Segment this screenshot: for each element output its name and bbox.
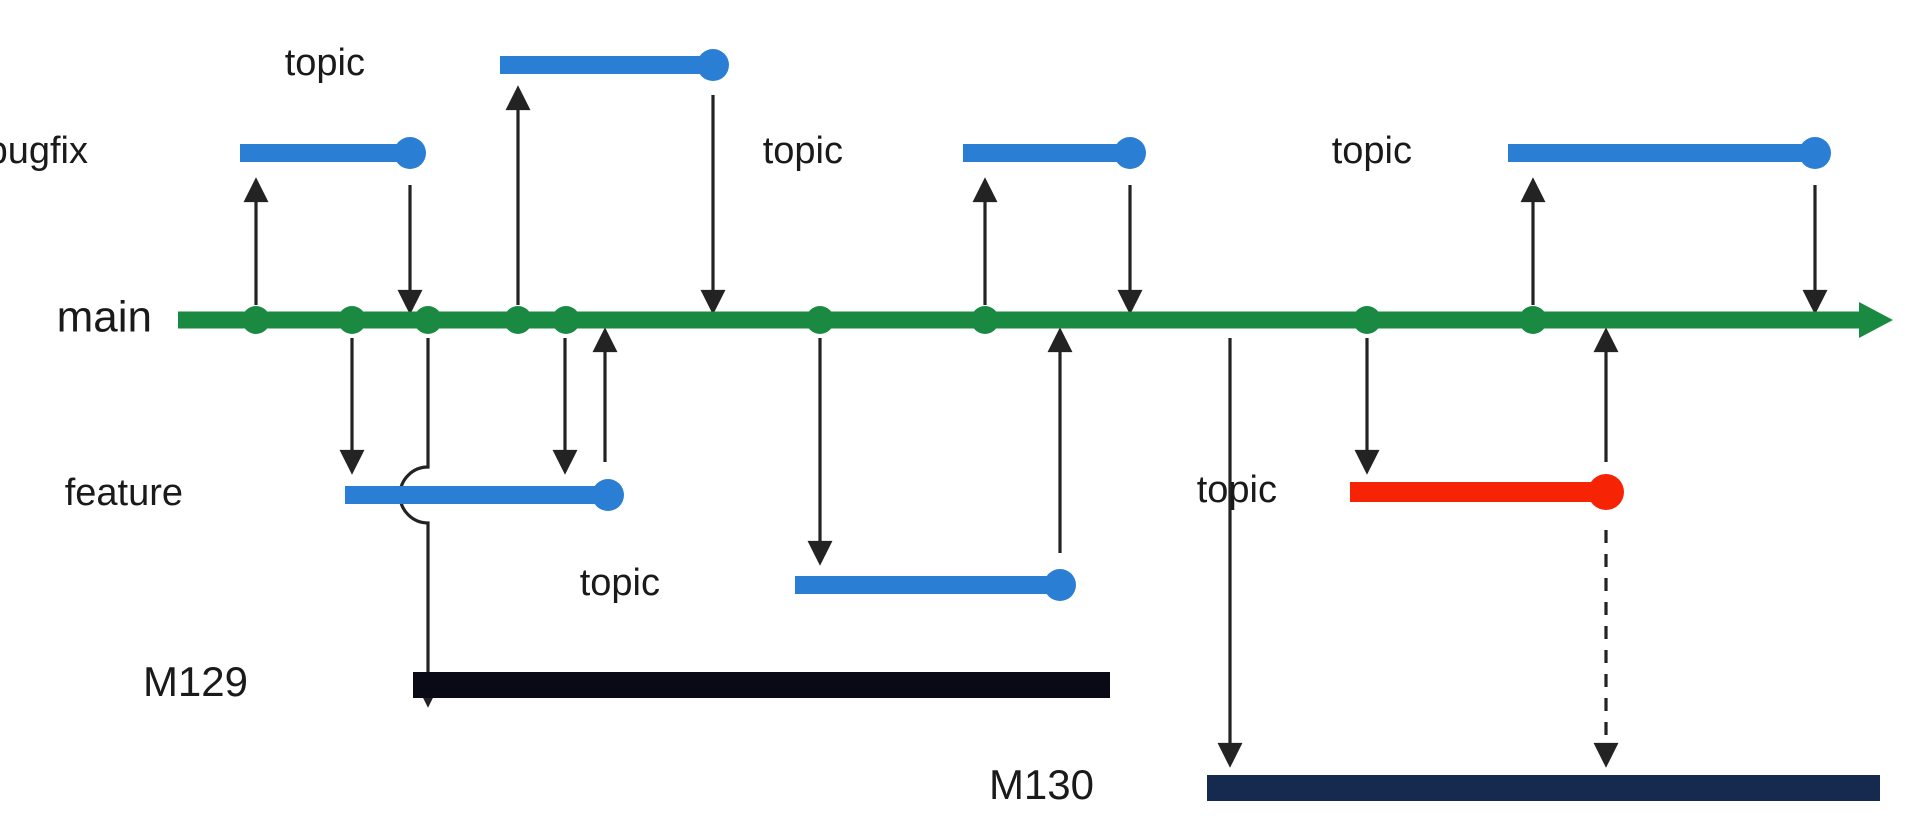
main-commit-dot-c9 [1519, 306, 1547, 334]
main-commit-dot-c6 [806, 306, 834, 334]
main-branch-line [178, 311, 1859, 329]
branch-layer [240, 49, 1831, 601]
milestone-label-m129: M129 [143, 658, 248, 705]
arrow-layer [243, 85, 1828, 768]
hop-connector-layer [398, 338, 441, 708]
branch-head-dot-topic-right [1799, 137, 1831, 169]
branch-head-dot-feature [592, 479, 624, 511]
main-branch-layer [178, 302, 1893, 338]
milestone-label-m130: M130 [989, 761, 1094, 808]
main-branch-arrowhead [1859, 302, 1893, 338]
branch-bar-topic-right [1508, 144, 1815, 162]
main-branch-label: main [57, 293, 152, 342]
branch-bar-feature [345, 486, 608, 504]
branch-label-topic-lower: topic [580, 562, 660, 604]
branch-bar-topic-red [1350, 482, 1606, 502]
milestone-bar-m130 [1207, 775, 1880, 801]
branch-label-topic-top-1: topic [285, 42, 365, 84]
main-commit-dot-c5 [552, 306, 580, 334]
branch-label-topic-red: topic [1197, 469, 1277, 511]
branch-head-dot-topic-top-1 [697, 49, 729, 81]
branch-label-bugfix: bugfix [0, 130, 88, 172]
branch-bar-topic-lower [795, 576, 1060, 594]
branch-bar-topic-top-1 [500, 56, 713, 74]
main-commit-dot-c4 [504, 306, 532, 334]
main-commit-dot-c7 [971, 306, 999, 334]
branch-bar-bugfix [240, 144, 410, 162]
branch-label-feature: feature [65, 472, 183, 514]
branch-head-dot-topic-mid [1114, 137, 1146, 169]
branch-label-topic-mid: topic [763, 130, 843, 172]
main-commit-dot-c2 [338, 306, 366, 334]
milestone-layer [413, 672, 1880, 801]
branch-head-dot-bugfix [394, 137, 426, 169]
branch-head-dot-topic-red [1588, 474, 1624, 510]
branch-label-topic-right: topic [1332, 130, 1412, 172]
main-commit-dot-c3 [414, 306, 442, 334]
branch-bar-topic-mid [963, 144, 1130, 162]
milestone-bar-m129 [413, 672, 1110, 698]
branch-head-dot-topic-lower [1044, 569, 1076, 601]
main-commit-dot-c1 [242, 306, 270, 334]
main-commit-dot-c8 [1353, 306, 1381, 334]
